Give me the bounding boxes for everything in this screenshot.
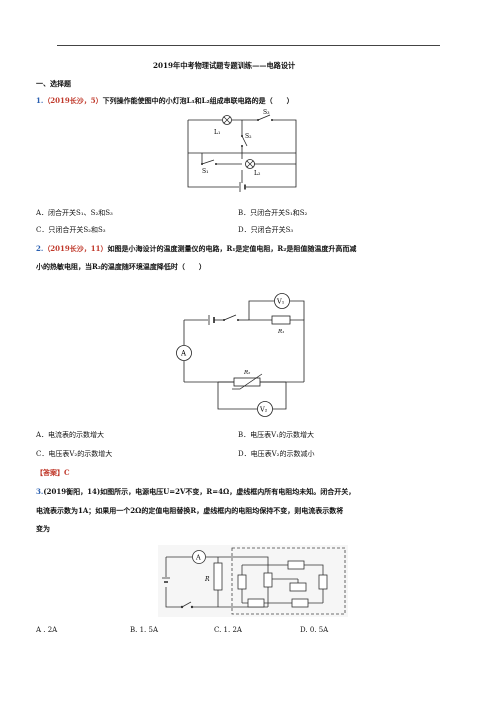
switch-icon: [223, 314, 239, 321]
question-1-option-b: B．只闭合开关S₁和S₂: [238, 209, 308, 217]
answer-value: C: [64, 468, 70, 477]
label-ammeter: A: [195, 554, 201, 562]
question-3-stem-line-1: 3.(2019衡阳，14)如图所示，电源电压U=2V不变，R=4Ω，虚线框内所有…: [36, 487, 355, 497]
switch-s1-icon: [201, 153, 242, 165]
question-3-circuit-diagram: A R: [158, 545, 348, 617]
question-2-stem-line-1: 2.（2019长沙，11）如图是小海设计的温度测量仪的电路，R₁是定值电阻，R₂…: [36, 244, 356, 254]
unknown-resistor-5: [289, 582, 307, 592]
question-3-text-1: (2019衡阳，14)如图所示，电源电压U=2V不变，R=4Ω，虚线框内所有电阻…: [43, 487, 356, 496]
header-rule: [57, 45, 440, 46]
resistor-r-icon: [213, 562, 223, 591]
question-1-text: 下列操作能使图中的小灯泡L₁和L₂组成串联电路的是（ ）: [102, 96, 294, 105]
unknown-resistor-7: [291, 598, 309, 608]
question-2-option-a: A．电流表的示数增大: [36, 431, 105, 439]
unknown-resistor-1: [237, 574, 247, 590]
unknown-resistor-6: [247, 598, 265, 608]
question-2-option-c: C．电压表V₂的示数增大: [36, 450, 113, 458]
question-1-option-c: C．只闭合开关S₂和S₃: [36, 226, 106, 234]
ammeter-icon: A: [176, 345, 192, 361]
question-1-stem: 1.（2019长沙，5）下列操作能使图中的小灯泡L₁和L₂组成串联电路的是（ ）: [36, 96, 294, 106]
answer-tag: 【答案】: [36, 468, 64, 477]
label-s3: S₃: [263, 109, 270, 116]
voltmeter-v1-icon: V₁: [274, 293, 290, 309]
unknown-resistor-3: [287, 560, 305, 570]
switch-s2-icon: [241, 135, 248, 147]
question-1-number: 1.: [36, 96, 44, 105]
switch-s3-icon: [257, 114, 273, 121]
question-2-stem-line-2: 小的热敏电阻，当R₂的温度随环境温度降低时（ ）: [36, 262, 206, 271]
question-1-circuit-diagram: L₁ S₃ S₂ S₁ L₂: [187, 109, 297, 192]
question-3-option-c: C. 1. 2A: [214, 626, 242, 634]
question-2-text-1: 如图是小海设计的温度测量仪的电路，R₁是定值电阻，R₂是阻值随温度升高而减: [107, 244, 357, 253]
label-l2: L₂: [254, 170, 261, 177]
question-1-option-a: A．闭合开关S₁、S₂和S₃: [36, 209, 113, 217]
lamp-l2-icon: [245, 159, 255, 169]
ammeter-icon: A: [192, 550, 206, 564]
label-r1: R₁: [277, 329, 284, 335]
lamp-l1-icon: [222, 115, 232, 125]
question-2-answer: 【答案】C: [36, 468, 70, 478]
question-2-circuit-diagram: R₁ V₁ A R₂ V₂: [176, 293, 305, 417]
battery-icon: [208, 315, 215, 325]
question-2-number: 2.: [36, 244, 44, 253]
label-ammeter: A: [180, 350, 187, 358]
question-2-option-b: B．电压表V₁的示数增大: [238, 431, 315, 439]
voltmeter-v2-icon: V₂: [257, 401, 273, 417]
question-3-stem-line-2: 电流表示数为1A；如果用一个2Ω的定值电阻替换R，虚线框内的电阻均保持不变，则电…: [36, 506, 344, 515]
unknown-resistor-2: [263, 572, 273, 588]
question-1-source: （2019长沙，5）: [43, 96, 103, 105]
label-v1: V₁: [276, 298, 285, 306]
page-title: 2019年中考物理试题专题训练——电路设计: [153, 61, 296, 70]
battery-icon: [162, 577, 170, 583]
battery-icon: [239, 182, 246, 192]
question-3-option-d: D. 0. 5A: [300, 626, 329, 634]
label-s2: S₂: [245, 133, 252, 140]
question-3-option-b: B. 1. 5A: [130, 626, 159, 634]
question-3-stem-line-3: 变为: [36, 524, 50, 533]
question-2-source: （2019长沙，11）: [43, 244, 108, 253]
resistor-r1-icon: [271, 315, 291, 325]
section-heading: 一、选择题: [36, 79, 71, 88]
question-3-number: 3.: [36, 487, 44, 496]
question-2-option-d: D．电压表V₂的示数减小: [238, 450, 315, 458]
label-s1: S₁: [202, 168, 209, 175]
label-r2: R₂: [243, 370, 250, 376]
label-r: R: [204, 576, 210, 583]
question-1-option-d: D．只闭合开关S₃: [238, 226, 294, 234]
label-v2: V₂: [259, 406, 268, 414]
unknown-resistor-4: [318, 574, 328, 590]
switch-icon: [180, 601, 194, 609]
label-l1: L₁: [214, 129, 220, 136]
question-3-option-a: A . 2A: [36, 626, 58, 634]
thermistor-r2-icon: [232, 373, 286, 390]
